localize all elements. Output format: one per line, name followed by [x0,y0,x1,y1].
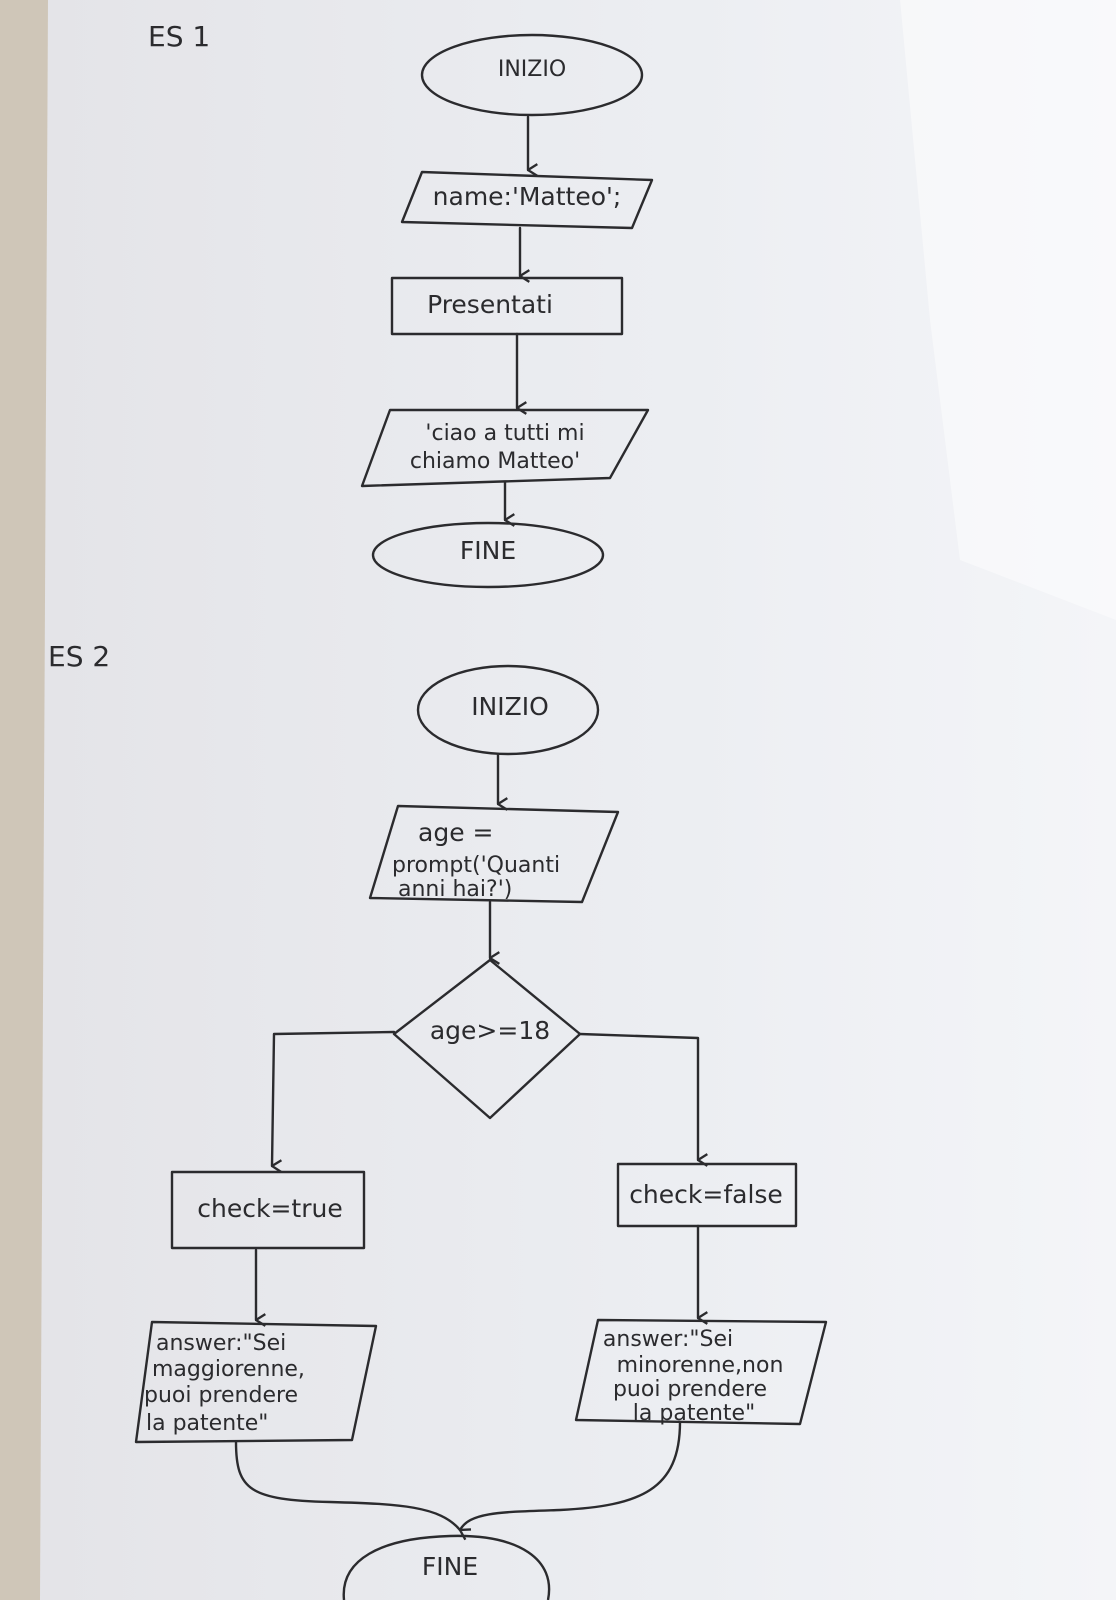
paper-sheet [40,0,1116,1600]
es2-flowchart: ES 2 INIZIO age = prompt('Quanti anni ha… [48,640,828,1600]
es2-true-output-line-1: answer:"Sei [156,1331,286,1356]
es1-output-line-2: chiamo Matteo' [410,449,580,474]
es2-false-output-line-1: answer:"Sei [603,1327,733,1352]
es2-end-terminal [342,1534,551,1600]
es2-true-process-box [170,1170,366,1250]
es2-input-line-2: prompt('Quanti [392,853,560,878]
es2-true-process-label: check=true [197,1194,342,1223]
es2-end-label: FINE [422,1552,478,1581]
es2-input-line-1: age = [418,818,493,847]
es2-true-output-line-3: puoi prendere [144,1383,298,1408]
es2-false-output-line-3: puoi prendere [613,1377,767,1402]
es1-output-line-1: 'ciao a tutti mi [425,421,584,446]
es1-assign-box [400,170,654,230]
es2-merge-right-line [460,1420,682,1530]
es2-merge-left-line [234,1440,462,1532]
es1-start-label: INIZIO [498,57,566,82]
es2-heading: ES 2 [48,640,110,673]
es2-start-terminal [416,664,600,756]
es2-input-box [368,804,620,904]
es2-true-output-line-2: maggiorenne, [152,1357,305,1382]
es1-end-label: FINE [460,536,516,565]
es2-true-branch-line [272,1030,396,1166]
es2-false-output-box [574,1318,828,1426]
es1-process-box [390,276,624,336]
es2-true-output-line-4: la patente" [146,1411,268,1436]
es2-start-label: INIZIO [471,692,549,721]
es1-start-terminal [420,33,644,117]
es2-false-branch-line [578,1032,698,1160]
es1-process-label: Presentati [427,290,553,319]
es1-flowchart: ES 1 INIZIO name:'Matteo'; Presentati 'c… [148,20,654,589]
es2-false-process-label: check=false [629,1180,783,1209]
es1-heading: ES 1 [148,20,210,53]
es2-false-output-line-4: la patente" [633,1401,755,1426]
light-glare [900,0,1116,620]
es2-true-output-box [134,1320,378,1444]
es2-decision-label: age>=18 [430,1016,550,1045]
es2-false-output-line-2: minorenne,non [617,1353,784,1378]
es2-input-line-3: anni hai?') [398,877,512,902]
es1-end-terminal [371,521,605,589]
es2-decision-diamond [392,958,582,1120]
es1-assign-label: name:'Matteo'; [433,182,622,211]
es1-output-box [360,408,650,488]
es2-false-process-box [616,1162,798,1228]
